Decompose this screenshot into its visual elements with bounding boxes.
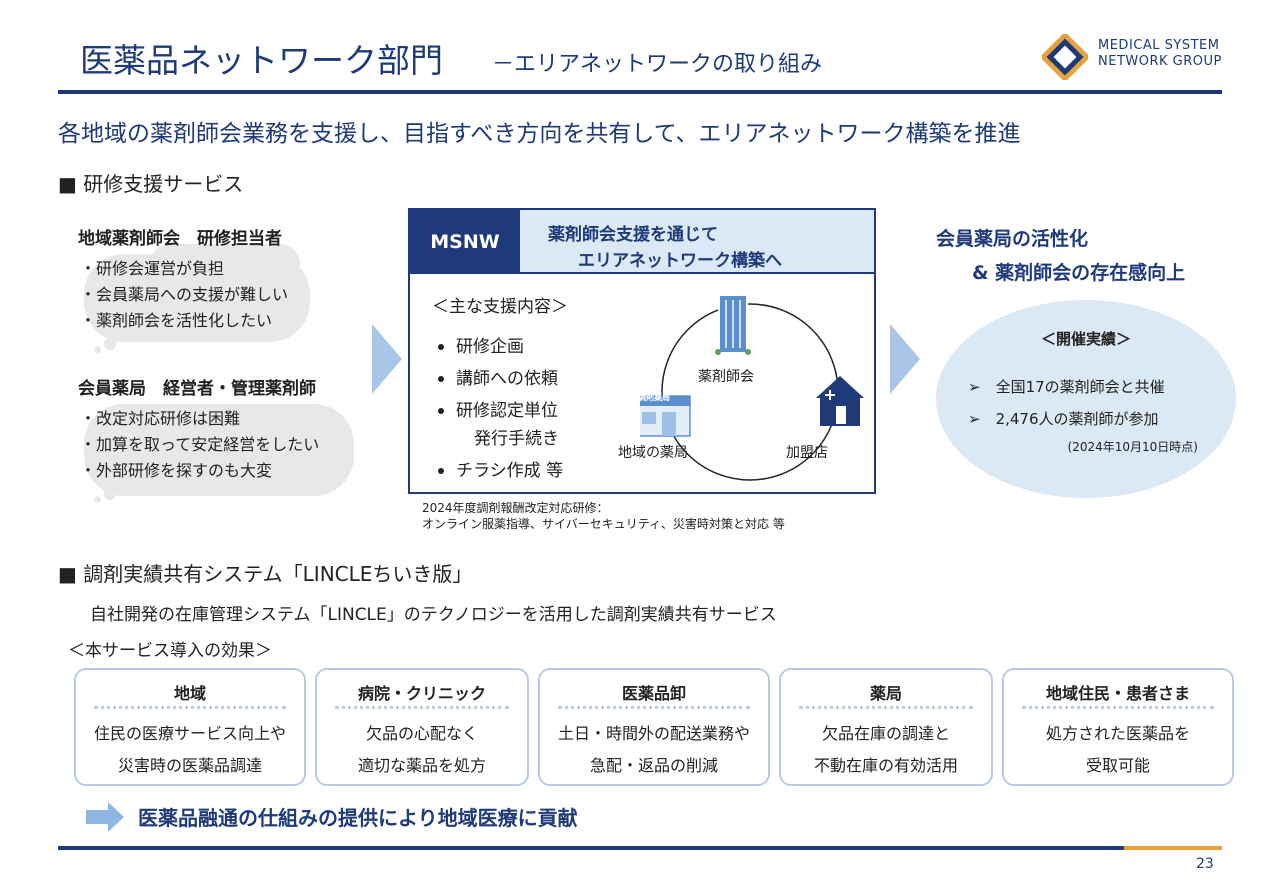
dotted-divider [94,706,286,709]
group-title-association: 地域薬剤師会 研修担当者 [78,229,282,249]
bullet-icon [438,344,444,350]
member-store-icon [816,376,864,426]
section-title-lincle: ■ 調剤実績共有システム「LINCLEちいき版」 [58,562,473,586]
support-item: 研修認定単位 [438,396,558,421]
cloud-dot [94,496,101,503]
effect-card-region: 地域 住民の医療サービス向上や 災害時の医薬品調達 [74,668,306,786]
card-text: 不動在庫の有効活用 [813,756,958,775]
company-logo: MEDICAL SYSTEM NETWORK GROUP [1042,32,1240,80]
page-subtitle: －エリアネットワークの取り組み [492,52,823,77]
card-title: 病院・クリニック [357,684,486,703]
cloud-dot [94,346,101,353]
effect-card-pharmacy: 薬局 欠品在庫の調達と 不動在庫の有効活用 [779,668,993,786]
arrow-right-icon [372,324,402,394]
msnw-heading-line1: 薬剤師会支援を通じて [548,225,718,245]
node-label-member: 加盟店 [786,445,828,461]
node-label-pharmacy: 地域の薬局 [618,445,688,461]
dotted-divider [1022,706,1214,709]
effect-card-residents: 地域住民・患者さま 処方された医薬品を 受取可能 [1002,668,1234,786]
support-item: 研修企画 [438,332,524,357]
dotted-divider [558,706,750,709]
footer-accent [1124,846,1222,850]
note-line: オンライン服薬指導、サイバーセキュリティ、災害時対策と対応 等 [422,517,785,531]
card-text: 住民の医療サービス向上や [93,724,286,743]
card-text: 欠品在庫の調達と [821,724,950,743]
effect-card-hospital: 病院・クリニック 欠品の心配なく 適切な薬品を処方 [315,668,529,786]
card-title: 地域 [173,684,206,703]
achievements-title: ＜開催実績＞ [1040,330,1131,348]
msnw-tag: MSNW [410,210,520,274]
footer-rule [58,846,1222,850]
achievement-item: ➢ 2,476人の薬剤師が参加 [968,410,1159,428]
achievements-ellipse: ＜開催実績＞ ➢ 全国17の薬剤師会と共催 ➢ 2,476人の薬剤師が参加 (2… [936,300,1236,498]
logo-mark-icon [1042,34,1088,80]
cloud-dot [104,338,116,350]
group-title-member-pharmacy: 会員薬局 経営者・管理薬剤師 [78,379,316,399]
card-text: 受取可能 [1085,756,1150,775]
logo-text-line2: NETWORK GROUP [1098,54,1222,69]
bullet-icon [438,468,444,474]
bullet-icon [438,408,444,414]
cloud-shape [84,404,354,496]
dotted-divider [799,706,973,709]
card-text: 災害時の医薬品調達 [117,756,262,775]
list-item: ・会員薬局への支援が難しい [80,285,289,304]
effect-title: ＜本サービス導入の効果＞ [68,641,272,661]
msnw-support-box: MSNW 薬剤師会支援を通じて エリアネットワーク構築へ ＜主な支援内容＞ 研修… [408,208,876,494]
building-icon [715,296,751,355]
card-title: 薬局 [869,684,902,703]
pharmacy-store-icon [640,395,691,440]
bullet-icon [438,376,444,382]
page-title: 医薬品ネットワーク部門 [80,41,443,80]
arrow-right-icon [86,802,124,832]
card-text: 欠品の心配なく [365,724,478,743]
note-line: 2024年度調剤報酬改定対応研修： [422,501,609,515]
achievements-note: (2024年10月10日時点) [1067,440,1198,454]
support-item: チラシ作成 等 [438,456,563,481]
lead-statement: 各地域の薬剤師会業務を支援し、目指すべき方向を共有して、エリアネットワーク構築を… [58,121,1021,147]
list-item: ・研修会運営が負担 [80,259,225,278]
pharmacy-sign-label: 調剤薬局 [638,393,670,402]
card-title: 医薬品卸 [621,684,686,703]
network-diagram [640,296,864,481]
page-number: 23 [1196,856,1214,872]
cloud-shape [150,244,300,284]
msnw-heading: 薬剤師会支援を通じて エリアネットワーク構築へ [520,210,874,274]
achievement-item: ➢ 全国17の薬剤師会と共催 [968,378,1165,396]
list-item: ・外部研修を探すのも大変 [80,461,273,480]
node-label-association: 薬剤師会 [698,369,754,385]
list-item: ・薬剤師会を活性化したい [80,311,273,330]
training-note: 2024年度調剤報酬改定対応研修： オンライン服薬指導、サイバーセキュリティ、災… [422,500,785,532]
card-text: 急配・返品の削減 [589,756,718,775]
list-item: ・改定対応研修は困難 [80,409,241,428]
dotted-divider [335,706,509,709]
lincle-description: 自社開発の在庫管理システム「LINCLE」のテクノロジーを活用した調剤実績共有サ… [90,605,777,625]
result-line1: 会員薬局の活性化 [936,228,1089,250]
list-item: ・加算を取って安定経営をしたい [80,435,320,454]
card-text: 土日・時間外の配送業務や [557,724,750,743]
arrow-right-icon [890,324,920,394]
result-line2: & 薬剤師会の存在感向上 [972,262,1186,284]
conclusion-statement: 医薬品融通の仕組みの提供により地域医療に貢献 [138,806,578,830]
cloud-dot [104,488,116,500]
support-item: 講師への依頼 [438,364,558,389]
section-title-training: ■ 研修支援サービス [58,172,244,196]
card-title: 地域住民・患者さま [1045,684,1190,703]
card-text: 適切な薬品を処方 [357,756,486,775]
support-item-continued: 発行手続き [474,429,559,449]
header-rule [58,90,1222,94]
msnw-heading-line2: エリアネットワーク構築へ [578,251,782,271]
effect-card-wholesaler: 医薬品卸 土日・時間外の配送業務や 急配・返品の削減 [538,668,770,786]
logo-text-line1: MEDICAL SYSTEM [1098,38,1220,53]
support-title: ＜主な支援内容＞ [432,297,568,317]
card-text: 処方された医薬品を [1045,724,1190,743]
